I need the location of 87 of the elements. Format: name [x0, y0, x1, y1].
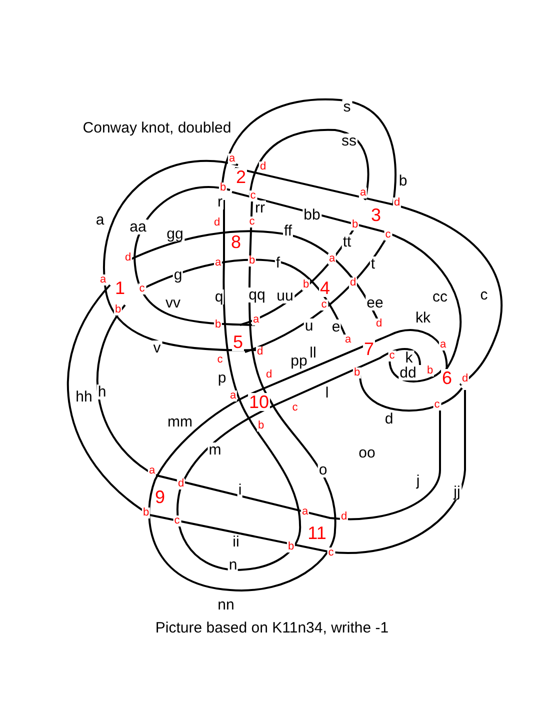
strand-end-label: c — [291, 402, 299, 414]
strand-end-label: d — [374, 318, 384, 330]
crossing-number: 11 — [306, 524, 328, 542]
strand-end-label: b — [114, 304, 122, 316]
strand-label: o — [318, 462, 328, 478]
strand-end-label: d — [176, 478, 186, 490]
strand-end-label: b — [214, 320, 222, 330]
strand-label: ll — [308, 346, 318, 360]
strand-label: t — [370, 256, 376, 272]
strand-label: aa — [128, 220, 148, 234]
strand-end-label: c — [216, 354, 224, 366]
strand-end-label: b — [352, 368, 362, 378]
title: Conway knot, doubled — [82, 120, 232, 136]
strand-end-label: b — [142, 508, 150, 518]
crossing-number: 8 — [230, 233, 242, 251]
strand-end-label: a — [228, 154, 236, 164]
strand-label: d — [384, 412, 394, 426]
strand-end-label: a — [214, 258, 222, 268]
strand-end-label: a — [438, 340, 448, 350]
strand-label: ss — [340, 134, 358, 148]
strand-end-label: d — [264, 370, 274, 380]
strand-end-label: d — [256, 346, 264, 358]
strand-label: j — [415, 474, 421, 488]
strand-end-label: a — [98, 274, 108, 286]
strand-label: k — [404, 350, 414, 366]
strand-end-label: a — [148, 466, 156, 476]
strand-end-label: d — [392, 198, 402, 208]
strand-end-label: d — [124, 252, 132, 264]
strand-label: s — [342, 100, 352, 114]
strand-end-label: c — [327, 548, 335, 558]
strand-end-label: c — [173, 516, 181, 526]
strand-end-label: b — [302, 280, 310, 290]
strand-label: ff — [282, 224, 294, 238]
strand-end-label: a — [252, 314, 260, 326]
strand-label: jj — [452, 484, 462, 500]
crossing-number: 2 — [235, 168, 247, 186]
strand-label: rr — [254, 200, 266, 216]
strand-end-label: b — [256, 420, 266, 432]
strand-label: qq — [248, 288, 266, 302]
strand-end-label: d — [348, 278, 358, 288]
strand-label: bb — [302, 208, 322, 222]
strand-label: ee — [366, 296, 384, 310]
strand-label: u — [304, 318, 314, 334]
crossing-number: 10 — [248, 393, 270, 411]
strand-end-label: c — [384, 230, 392, 240]
crossing-number: 3 — [370, 206, 382, 224]
strand-label: v — [152, 340, 162, 356]
crossing-number: 7 — [363, 340, 375, 358]
strand-end-label: d — [460, 374, 470, 384]
strand-end-label: b — [286, 542, 296, 552]
strand-end-label: d — [212, 218, 222, 228]
strand-end-label: a — [358, 188, 368, 198]
strand-label: f — [274, 256, 282, 270]
crossing-number: 1 — [114, 279, 126, 297]
strand-label: q — [214, 290, 224, 304]
strand-end-label: c — [388, 350, 396, 362]
strand-end-label: d — [340, 512, 348, 522]
strand-end-label: b — [218, 182, 228, 194]
strand-end-label: c — [248, 216, 256, 228]
strand-end-label: a — [344, 334, 352, 346]
strand-label: ii — [232, 534, 240, 550]
crossing-number: 9 — [154, 488, 166, 506]
strand-end-label: b — [350, 220, 360, 230]
strand-end-label: a — [300, 506, 310, 518]
strand-label: l — [324, 386, 330, 400]
strand-label: e — [330, 320, 342, 334]
crossing-number: 4 — [319, 279, 331, 297]
caption: Picture based on K11n34, writhe -1 — [154, 620, 390, 636]
strand-label: b — [398, 174, 408, 188]
strand-end-label: a — [228, 390, 238, 402]
crossing-number: 6 — [441, 369, 453, 387]
strand-label: h — [96, 384, 108, 400]
strand-label: kk — [414, 310, 432, 326]
strand-label: m — [208, 442, 222, 458]
strand-end-label: d — [258, 162, 268, 172]
strand-end-label: b — [426, 366, 434, 376]
strand-end-label: b — [248, 256, 256, 266]
strand-end-label: c — [138, 284, 146, 294]
strand-label: i — [237, 482, 243, 498]
strand-end-label: c — [249, 190, 257, 202]
crossing-number: 5 — [232, 333, 244, 351]
strand-end-label: c — [433, 400, 441, 410]
strand-end-label: c — [320, 300, 328, 310]
strand-label: tt — [342, 234, 352, 250]
strand-label: hh — [74, 390, 94, 404]
strand-end-label: a — [328, 254, 336, 264]
strand-label: dd — [398, 366, 418, 380]
